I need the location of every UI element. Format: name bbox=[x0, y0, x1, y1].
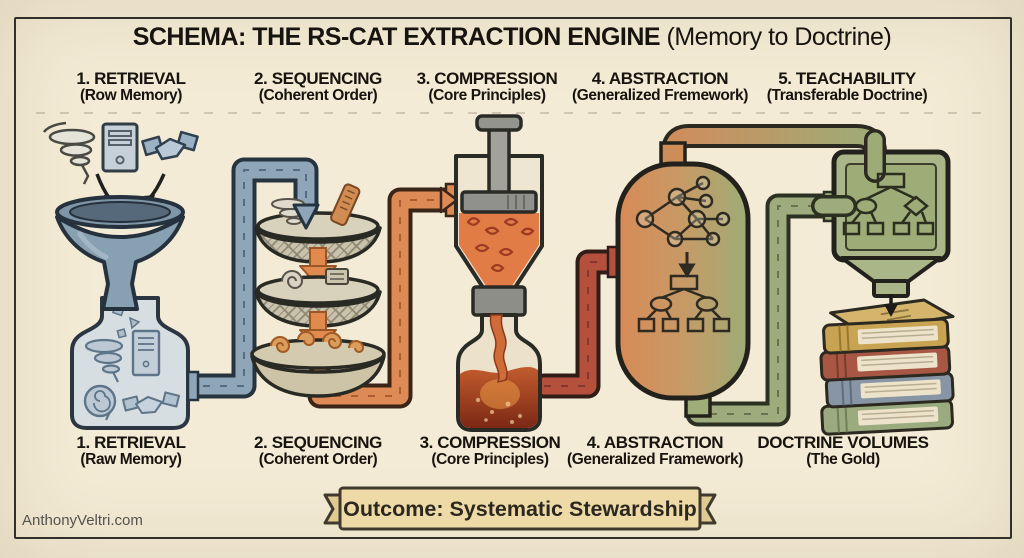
teachability-chamber-icon bbox=[811, 129, 951, 298]
piston-press-icon bbox=[454, 114, 544, 320]
stage-bottom-2-subtitle: (Coherent Order) bbox=[258, 451, 378, 469]
banner-text: Outcome: Systematic Stewardship bbox=[343, 497, 697, 521]
book-gold bbox=[822, 298, 955, 355]
stage-bottom-1-subtitle: (Raw Memory) bbox=[80, 451, 182, 469]
jar-handshake-icon bbox=[121, 391, 181, 414]
stage-bottom-label-2: 2. SEQUENCING (Coherent Order) bbox=[203, 433, 433, 469]
stage-top-label-4: 4. ABSTRACTION (Generalized Fremework) bbox=[545, 69, 775, 105]
stage-top-label-2: 2. SEQUENCING (Coherent Order) bbox=[203, 69, 433, 105]
funnel-icon bbox=[55, 195, 185, 311]
stage-top-3-subtitle: (Core Principles) bbox=[428, 87, 546, 105]
memory-jar-icon bbox=[70, 296, 190, 430]
server-icon bbox=[101, 122, 139, 173]
jar-tornado-icon bbox=[84, 338, 124, 383]
tornado-icon bbox=[42, 121, 96, 185]
stage-bottom-4-title: 4. ABSTRACTION bbox=[586, 433, 724, 452]
chamber-tree-icon bbox=[842, 172, 935, 236]
stage-bottom-1-title: 1. RETRIEVAL bbox=[76, 433, 186, 452]
sieve1-comb-icon bbox=[330, 183, 361, 226]
stage-top-4-subtitle: (Generalized Fremework) bbox=[572, 87, 748, 105]
stage-top-3-title: 3. COMPRESSION bbox=[416, 69, 558, 88]
watermark: AnthonyVeltri.com bbox=[22, 512, 143, 529]
stage-bottom-5-subtitle: (The Gold) bbox=[806, 451, 880, 469]
stage-bottom-2-title: 2. SEQUENCING bbox=[254, 433, 382, 452]
stage-top-1-subtitle: (Row Memory) bbox=[80, 87, 182, 105]
title-suffix: (Memory to Doctrine) bbox=[660, 23, 892, 51]
frame-border bbox=[14, 17, 1012, 539]
stage-top-label-3: 3. COMPRESSION (Core Principles) bbox=[372, 69, 602, 105]
piston-handle bbox=[475, 114, 523, 132]
stage-top-2-subtitle: (Coherent Order) bbox=[258, 87, 378, 105]
stage-bottom-3-subtitle: (Core Principles) bbox=[431, 451, 549, 469]
stage-top-2-title: 2. SEQUENCING bbox=[254, 69, 382, 88]
tree-diagram-icon bbox=[637, 274, 731, 333]
collection-flask-icon bbox=[456, 313, 542, 432]
sieve2-spiral-icon bbox=[281, 270, 304, 289]
output-arrow-icon bbox=[884, 294, 898, 317]
stage-bottom-5-title: DOCTRINE VOLUMES bbox=[757, 433, 929, 452]
book-red bbox=[819, 344, 952, 382]
piston-plate bbox=[460, 190, 538, 214]
pipe-stage1-to-stage2 bbox=[173, 157, 319, 399]
jar-head-icon bbox=[83, 384, 117, 421]
stage-top-5-subtitle: (Transferable Doctrine) bbox=[766, 87, 928, 105]
abstraction-vessel-icon bbox=[615, 161, 751, 401]
books-stack-icon bbox=[819, 298, 955, 436]
stage-top-4-title: 4. ABSTRACTION bbox=[591, 69, 729, 88]
handshake-icon bbox=[141, 130, 199, 161]
stage-bottom-4-subtitle: (Generalized Framework) bbox=[567, 451, 743, 469]
press-stream bbox=[489, 314, 508, 384]
stage-top-label-1: 1. RETRIEVAL (Row Memory) bbox=[16, 69, 246, 105]
jar-server-icon bbox=[131, 329, 161, 377]
stage-bottom-label-1: 1. RETRIEVAL (Raw Memory) bbox=[16, 433, 246, 469]
sieve3-scrolls-icon bbox=[270, 331, 365, 353]
stage-bottom-label-4: 4. ABSTRACTION (Generalized Framework) bbox=[540, 433, 770, 469]
blue-arrowhead bbox=[292, 203, 320, 230]
jar-outlet-flange bbox=[186, 370, 200, 402]
stage-top-5-title: 5. TEACHABILITY bbox=[778, 69, 916, 88]
stage-bottom-label-5: DOCTRINE VOLUMES (The Gold) bbox=[728, 433, 958, 469]
press-swirls bbox=[466, 217, 535, 273]
pipe-stage3-to-stage4 bbox=[531, 249, 625, 399]
sieve2-box-icon bbox=[325, 268, 349, 285]
ribbon-banner: Outcome: Systematic Stewardship bbox=[323, 486, 717, 531]
stage-bottom-3-title: 3. COMPRESSION bbox=[419, 433, 561, 452]
title-main: SCHEMA: THE RS-CAT EXTRACTION ENGINE bbox=[132, 23, 661, 51]
sieve-stack-icon bbox=[250, 183, 386, 398]
stage-bottom-label-3: 3. COMPRESSION (Core Principles) bbox=[375, 433, 605, 469]
network-graph-icon bbox=[635, 175, 731, 248]
stage-top-1-title: 1. RETRIEVAL bbox=[76, 69, 186, 88]
orange-arrowhead bbox=[439, 186, 459, 214]
vessel4-arrow-icon bbox=[678, 252, 696, 278]
stage-top-label-5: 5. TEACHABILITY (Transferable Doctrine) bbox=[732, 69, 962, 105]
page-title: SCHEMA: THE RS-CAT EXTRACTION ENGINE (Me… bbox=[0, 23, 1024, 52]
